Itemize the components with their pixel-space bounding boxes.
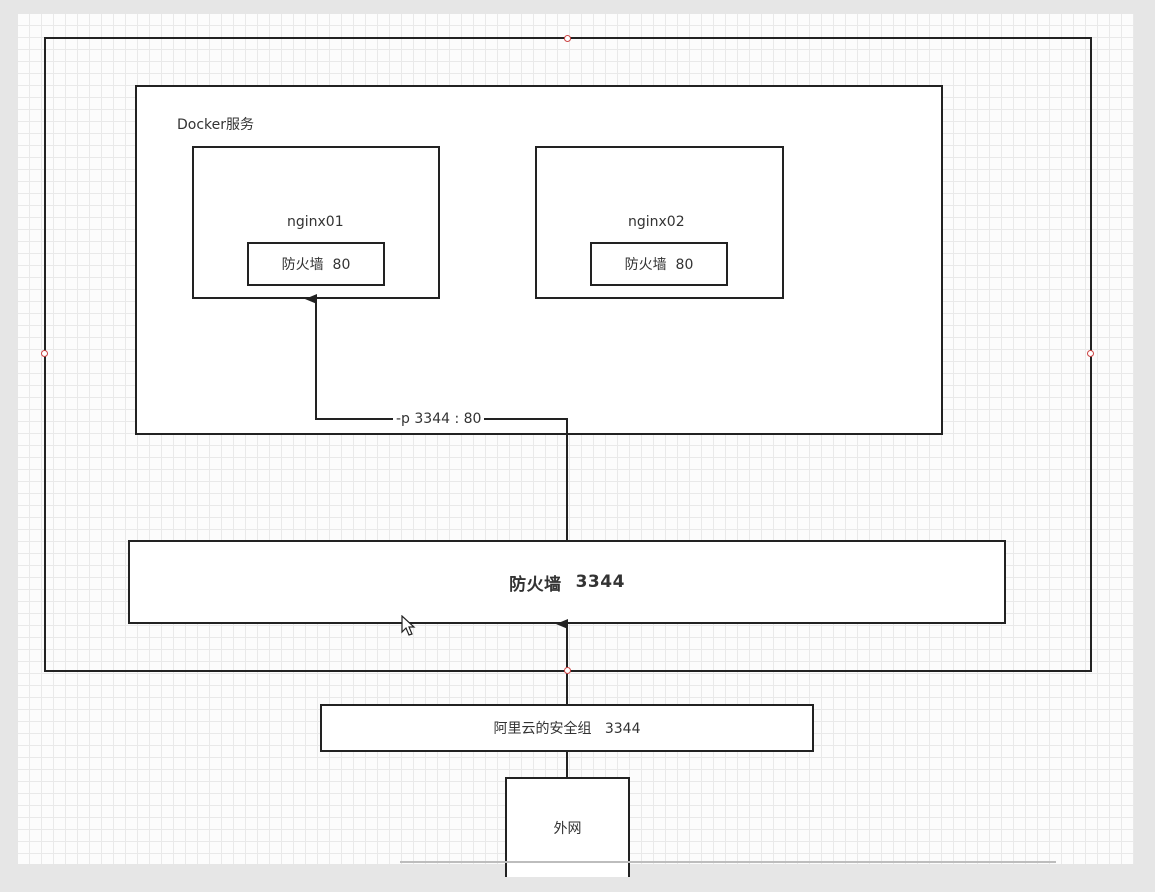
external-network-box[interactable]: 外网 xyxy=(505,777,630,877)
selection-handle-top[interactable] xyxy=(564,35,571,42)
nginx02-firewall[interactable]: 防火墙 80 xyxy=(590,242,728,286)
nginx02-firewall-label: 防火墙 80 xyxy=(624,257,694,273)
docker-service-label: Docker服务 xyxy=(177,117,255,133)
host-firewall-box[interactable]: 防火墙 3344 xyxy=(128,540,1006,624)
external-network-label: 外网 xyxy=(553,821,582,837)
port-mapping-label: -p 3344 : 80 xyxy=(393,411,485,427)
host-firewall-label: 防火墙 xyxy=(509,574,562,595)
mouse-cursor-icon xyxy=(401,615,416,636)
security-group-box[interactable]: 阿里云的安全组 3344 xyxy=(320,704,814,752)
horizontal-scrollbar[interactable] xyxy=(400,861,1056,863)
selection-handle-right[interactable] xyxy=(1087,350,1094,357)
nginx01-firewall-label: 防火墙 80 xyxy=(281,257,351,273)
nginx01-firewall[interactable]: 防火墙 80 xyxy=(247,242,385,286)
host-firewall-port: 3344 xyxy=(575,572,625,592)
selection-handle-bottom[interactable] xyxy=(564,667,571,674)
nginx02-label: nginx02 xyxy=(628,214,685,230)
security-group-label: 阿里云的安全组 3344 xyxy=(493,721,641,737)
nginx01-label: nginx01 xyxy=(287,214,344,230)
selection-handle-left[interactable] xyxy=(41,350,48,357)
